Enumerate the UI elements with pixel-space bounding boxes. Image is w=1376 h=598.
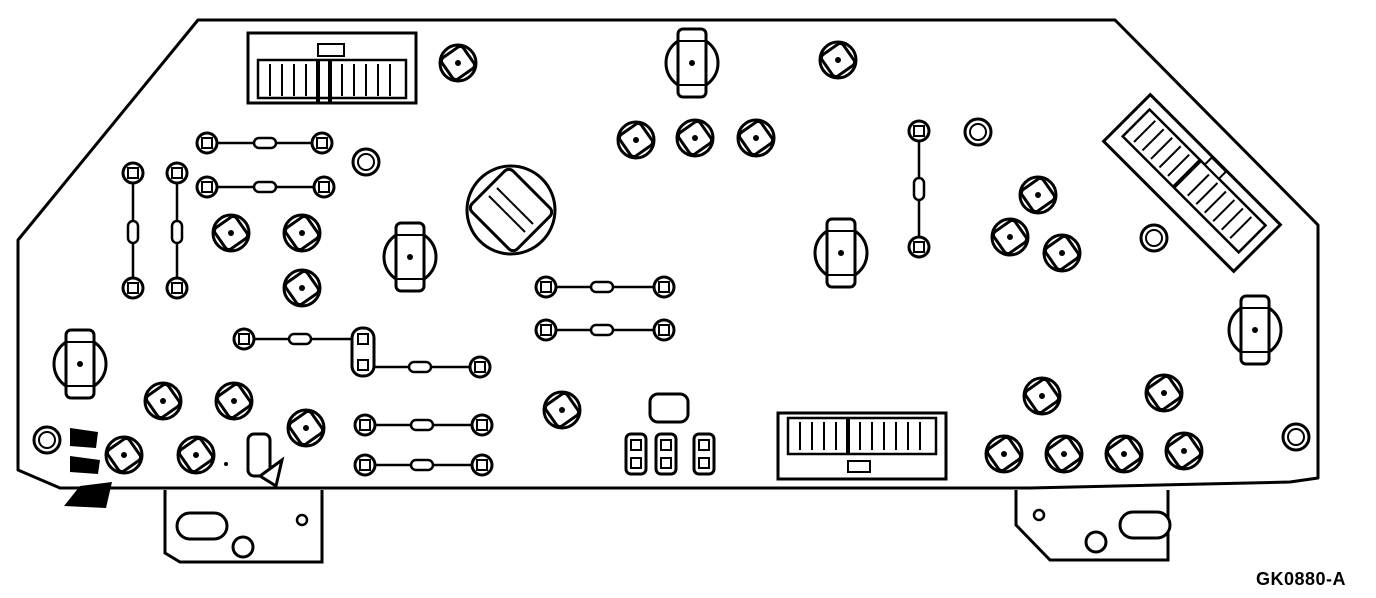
left-mounting-bracket	[163, 490, 324, 564]
right-angled-connector	[1101, 92, 1283, 274]
board-clip	[224, 432, 285, 489]
small-component-block	[624, 392, 716, 476]
rotary-socket	[465, 164, 557, 256]
figure-reference-code: GK0880-A	[1255, 569, 1346, 589]
terminal-node-group	[121, 119, 931, 477]
right-mounting-bracket	[1014, 490, 1172, 562]
bottom-center-connector	[776, 411, 948, 481]
top-left-connector	[246, 31, 418, 105]
arrow-indicator	[64, 428, 112, 508]
circuit-board-outline	[16, 18, 1320, 490]
